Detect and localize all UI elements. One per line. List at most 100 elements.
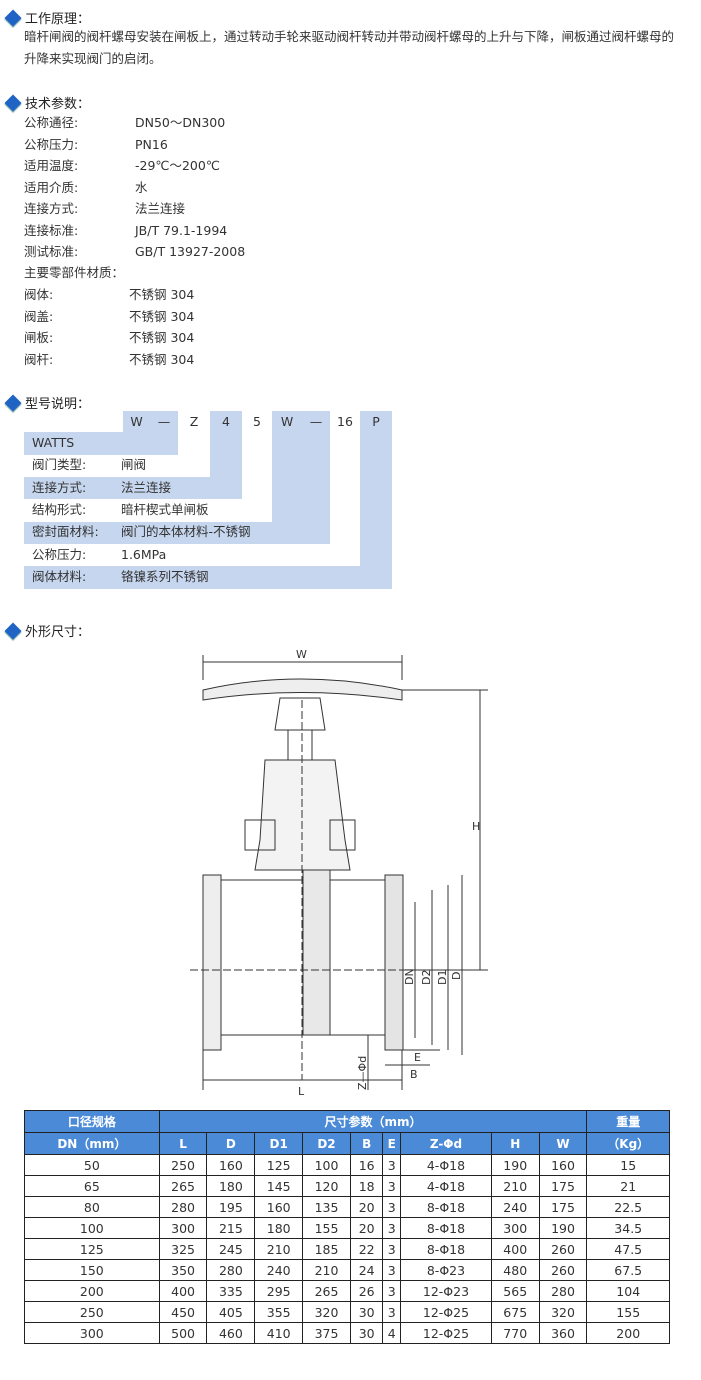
table-cell: 215 xyxy=(206,1217,256,1239)
table-cell: 125 xyxy=(254,1154,304,1176)
table-cell: 210 xyxy=(254,1238,304,1260)
diamond-bullet-icon xyxy=(4,622,22,639)
column-header: L xyxy=(158,1132,208,1155)
table-cell: 320 xyxy=(302,1301,351,1323)
table-cell: 22.5 xyxy=(586,1196,670,1218)
spec-row: 测试标准:GB/T 13927-2008 xyxy=(24,241,245,262)
diamond-bullet-icon xyxy=(4,9,22,26)
material-label: 闸板: xyxy=(24,330,54,345)
model-row-label: WATTS xyxy=(32,435,75,450)
table-cell: 20 xyxy=(349,1217,384,1239)
table-cell: 245 xyxy=(206,1238,256,1260)
label-E: E xyxy=(414,1051,421,1064)
model-row-label: 公称压力: xyxy=(32,546,87,562)
model-code: W xyxy=(280,414,294,429)
table-cell: 155 xyxy=(586,1301,670,1323)
table-cell: 175 xyxy=(538,1196,588,1218)
table-cell: 3 xyxy=(382,1154,402,1176)
table-cell: 280 xyxy=(538,1280,588,1302)
table-cell: 300 xyxy=(158,1217,208,1239)
spec-value: PN16 xyxy=(135,136,168,152)
table-cell: 12-Φ25 xyxy=(400,1301,492,1323)
material-value: 不锈钢 304 xyxy=(129,308,195,324)
model-code: 4 xyxy=(222,414,230,429)
table-cell: 26 xyxy=(349,1280,384,1302)
table-cell: 260 xyxy=(538,1238,588,1260)
material-value: 不锈钢 304 xyxy=(129,330,195,345)
spec-value: -29℃～200℃ xyxy=(135,158,220,173)
model-code: — xyxy=(309,414,323,429)
table-cell: 8-Φ23 xyxy=(400,1259,492,1281)
table-cell: 15 xyxy=(586,1154,670,1176)
table-cell: 405 xyxy=(206,1301,256,1323)
table-cell: 320 xyxy=(538,1301,588,1323)
label-L: L xyxy=(298,1085,305,1098)
table-cell: 250 xyxy=(24,1301,160,1323)
table-cell: 4 xyxy=(382,1322,402,1344)
model-row-value: 1.6MPa xyxy=(121,546,167,562)
table-cell: 21 xyxy=(586,1175,670,1197)
table-cell: 300 xyxy=(490,1217,540,1239)
diamond-bullet-icon xyxy=(4,94,22,111)
material-label: 阀盖: xyxy=(24,308,54,324)
table-cell: 3 xyxy=(382,1196,402,1218)
model-code: P xyxy=(372,414,380,429)
column-header: H xyxy=(490,1132,540,1155)
model-code: 5 xyxy=(253,414,261,429)
section-specs: 技术参数： xyxy=(4,93,90,112)
spec-row: 适用介质:水 xyxy=(24,177,148,198)
table-cell: 16 xyxy=(349,1154,384,1176)
table-cell: 100 xyxy=(302,1154,351,1176)
material-label: 阀杆: xyxy=(24,351,54,367)
table-cell: 4-Φ18 xyxy=(400,1154,492,1176)
model-row-label: 阀门类型: xyxy=(32,457,87,473)
table-cell: 210 xyxy=(302,1259,351,1281)
spec-label: 适用介质: xyxy=(24,179,79,195)
table-cell: 195 xyxy=(206,1196,256,1218)
table-cell: 8-Φ18 xyxy=(400,1217,492,1239)
model-row-value: 阀门的本体材料-不锈钢 xyxy=(121,524,251,540)
material-row: 阀杆: 不锈钢 304 xyxy=(24,349,194,370)
model-row-label: 阀体材料: xyxy=(32,568,87,584)
spec-row: 连接标准:JB/T 79.1-1994 xyxy=(24,220,227,241)
table-cell: 265 xyxy=(302,1280,351,1302)
table-cell: 240 xyxy=(490,1196,540,1218)
table-cell: 160 xyxy=(538,1154,588,1176)
table-cell: 280 xyxy=(206,1259,256,1281)
label-H: H xyxy=(472,820,480,833)
section-principle: 工作原理： xyxy=(4,8,90,27)
table-cell: 210 xyxy=(490,1175,540,1197)
header-params: 尺寸参数（mm） xyxy=(158,1110,588,1133)
table-cell: 12-Φ23 xyxy=(400,1280,492,1302)
label-W: W xyxy=(296,648,307,661)
table-cell: 185 xyxy=(302,1238,351,1260)
model-row-label: 密封面材料: xyxy=(32,524,99,540)
table-cell: 200 xyxy=(586,1322,670,1344)
table-cell: 400 xyxy=(158,1280,208,1302)
table-cell: 500 xyxy=(158,1322,208,1344)
spec-value: GB/T 13927-2008 xyxy=(135,244,246,259)
table-cell: 450 xyxy=(158,1301,208,1323)
table-cell: 280 xyxy=(158,1196,208,1218)
material-label: 阀体: xyxy=(24,287,54,302)
spec-label: 连接方式: xyxy=(24,201,79,216)
table-cell: 160 xyxy=(206,1154,256,1176)
material-value: 不锈钢 304 xyxy=(129,351,195,367)
table-cell: 20 xyxy=(349,1196,384,1218)
model-code: Z xyxy=(189,414,199,429)
table-cell: 3 xyxy=(382,1217,402,1239)
table-cell: 400 xyxy=(490,1238,540,1260)
model-row-value: 铬镍系列不锈钢 xyxy=(121,568,209,584)
spec-row: 公称通径:DN50～DN300 xyxy=(24,112,225,133)
spec-row: 连接方式:法兰连接 xyxy=(24,198,185,219)
spec-value: DN50～DN300 xyxy=(135,115,226,130)
label-D2: D2 xyxy=(420,970,433,985)
table-cell: 135 xyxy=(302,1196,351,1218)
model-row-value: 暗杆楔式单闸板 xyxy=(121,501,209,517)
principle-text: 暗杆闸阀的阀杆螺母安装在闸板上，通过转动手轮来驱动阀杆转动并带动阀杆螺母的上升与… xyxy=(24,29,675,66)
section-title: 外形尺寸： xyxy=(25,625,91,640)
